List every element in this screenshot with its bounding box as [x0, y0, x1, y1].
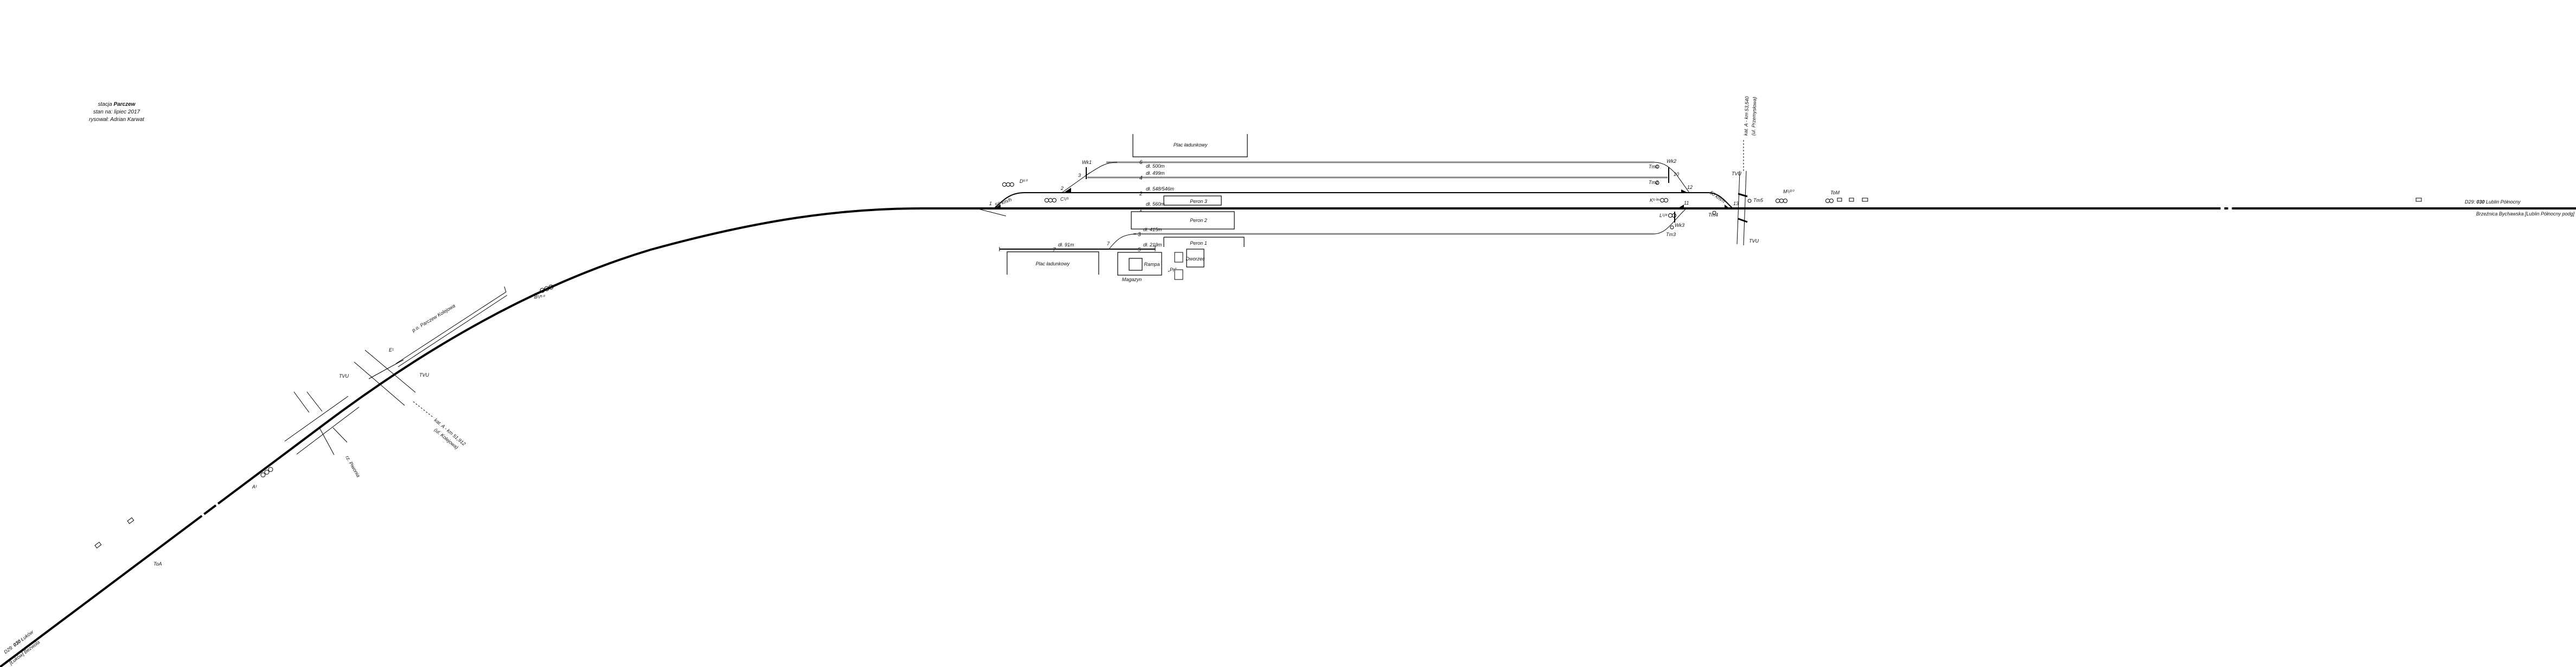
rampa-label: Rampa: [1144, 262, 1159, 267]
crossings-right-line1-label: kat. A - km 53,540: [1743, 96, 1750, 136]
signals-Tm4-label: Tm4: [1708, 212, 1718, 218]
ends-right_code-label: 030: [2477, 199, 2485, 205]
signals-M-label: M¹/²⁰: [1783, 189, 1795, 194]
crossings-tvu-label: TVU: [1732, 171, 1742, 176]
tracks-t5_len-label: dł. 219m: [1143, 242, 1162, 247]
station-title: stacja Parczew: [98, 101, 136, 107]
title-station_prefix-label: stacja: [98, 101, 114, 107]
tracks-t6_len-label: dł. 500m: [1146, 163, 1165, 169]
signals-Tm5-label: Tm5: [1753, 198, 1764, 203]
signals-L-label: L¹/⁴: [1659, 213, 1668, 218]
switches-2-label: 3: [1078, 173, 1081, 178]
crossings-tvu-label: TVU: [1749, 238, 1759, 244]
crossings-tvu-label: TVU: [419, 372, 430, 378]
tracks-t4_len-label: dł. 499m: [1146, 170, 1165, 176]
state-date: stan na: lipiec 2017: [93, 109, 140, 115]
signals: A¹ B¹/⁵⁰ C¹/³ D⁵⁰ E¹ K⁵⁰ᵐ L¹/⁴ M¹/²⁰ ToA…: [94, 164, 2422, 567]
tracks-t3-label: 3: [1138, 232, 1141, 238]
track-labels: 6dł. 500m 4dł. 499m 2dł. 548/546m 1dł. 5…: [1053, 160, 1175, 253]
tracks-t2-label: 2: [1139, 191, 1143, 197]
stop-parczew-kolejowa: p.o. Parczew Kolejowa: [395, 286, 508, 367]
tracks-t6-label: 6: [1139, 160, 1143, 166]
tracks-t3_len-label: dł. 415m: [1143, 227, 1162, 232]
speeds-1-label: 50 km/h: [1709, 189, 1726, 204]
switches-3-label: 7: [1107, 241, 1110, 246]
tracks-t5-label: 5: [1138, 247, 1141, 253]
magazyn-label: Magazyn: [1122, 277, 1142, 282]
tracks-t1-label: 1: [1139, 207, 1143, 213]
signals-ToA-label: ToA: [153, 561, 162, 567]
tracks-t2_len-label: dł. 548/546m: [1146, 186, 1175, 192]
switches-6-label: 12: [1687, 185, 1693, 190]
switches-7-label: 13: [1733, 201, 1739, 206]
switches-5-label: 11: [1684, 200, 1689, 206]
switches-4-label: 10: [1674, 171, 1679, 177]
signals-B-label: B¹/⁵⁰: [534, 294, 545, 300]
tracks-t7-label: 7: [1053, 247, 1056, 253]
ends-right_dest-label: Lublin Północny: [2485, 199, 2521, 205]
svg-text:D29: 030 Lublin Północny: D29: 030 Lublin Północny: [2465, 199, 2521, 205]
title-station-label: Parczew: [113, 101, 136, 107]
dworzec-label: Dworzec: [1186, 256, 1205, 262]
signal-boxes: Wk1 Wk2 Wk3 „Pr": [1082, 158, 1684, 280]
boxes-pr-label: „Pr": [1168, 267, 1177, 272]
signals-Tm3-label: Tm3: [1666, 232, 1676, 237]
tracks-t4-label: 4: [1139, 175, 1143, 181]
title-block: stacja Parczew stan na: lipiec 2017 ryso…: [89, 101, 145, 123]
signals-E-label: E¹: [389, 347, 394, 353]
line-end-right: D29: 030 Lublin Północny Brzeźnica Bycha…: [2465, 199, 2574, 217]
speeds-0-label: 50 km/h: [994, 197, 1013, 208]
tracks-t7_len-label: dł. 91m: [1058, 242, 1074, 247]
ends-right_sub-label: Brzeźnica Bychawska [Lublin Północny pod…: [2476, 211, 2575, 217]
plac-bottom-label: Plac ładunkowy: [1036, 261, 1070, 266]
buildings: Plac ładunkowy Plac ładunkowy Peron 3 Pe…: [1007, 134, 1248, 282]
places-river-label: rz. Piwonia: [344, 455, 361, 478]
peron2-label: Peron 2: [1190, 218, 1207, 223]
signals-K-label: K⁵⁰ᵐ: [1650, 198, 1659, 203]
boxes-wk3-label: Wk3: [1675, 223, 1684, 228]
peron1-label: Peron 1: [1190, 240, 1207, 246]
peron3-label: Peron 3: [1190, 199, 1207, 204]
signals-Tm2-label: Tm2: [1649, 180, 1658, 185]
plac-top-label: Plac ładunkowy: [1174, 142, 1208, 148]
boxes-wk2-label: Wk2: [1667, 158, 1676, 164]
tracks-t1_len-label: dł. 560m: [1146, 201, 1165, 207]
ends-left_dest-label: Łuków: [18, 629, 34, 643]
level-crossing-right: TVU TVU kat. A - km 53,540 (ul. Przemysł…: [1732, 96, 1759, 246]
ends-right_prefix-label: D29:: [2465, 199, 2477, 205]
boxes-wk1-label: Wk1: [1082, 160, 1092, 165]
main-line: [0, 207, 2576, 667]
signal-A-label: A¹: [252, 484, 257, 490]
signals-ToM-label: ToM: [1830, 190, 1840, 195]
switches-1-label: 2: [1060, 186, 1063, 191]
crossings-tvu-label: TVU: [339, 373, 349, 379]
station-tracks: [965, 161, 1733, 251]
line-gaps: [200, 205, 2232, 517]
switches-0-label: 1: [989, 201, 992, 206]
signals-D-label: D⁵⁰: [1020, 179, 1028, 184]
crossings-right-line2-label: (ul. Przemysłowa): [1751, 97, 1757, 136]
signals-Tm1-label: Tm1: [1649, 164, 1658, 169]
signals-C-label: C¹/³: [1060, 196, 1069, 202]
author: rysował: Adrian Karwat: [89, 117, 145, 123]
